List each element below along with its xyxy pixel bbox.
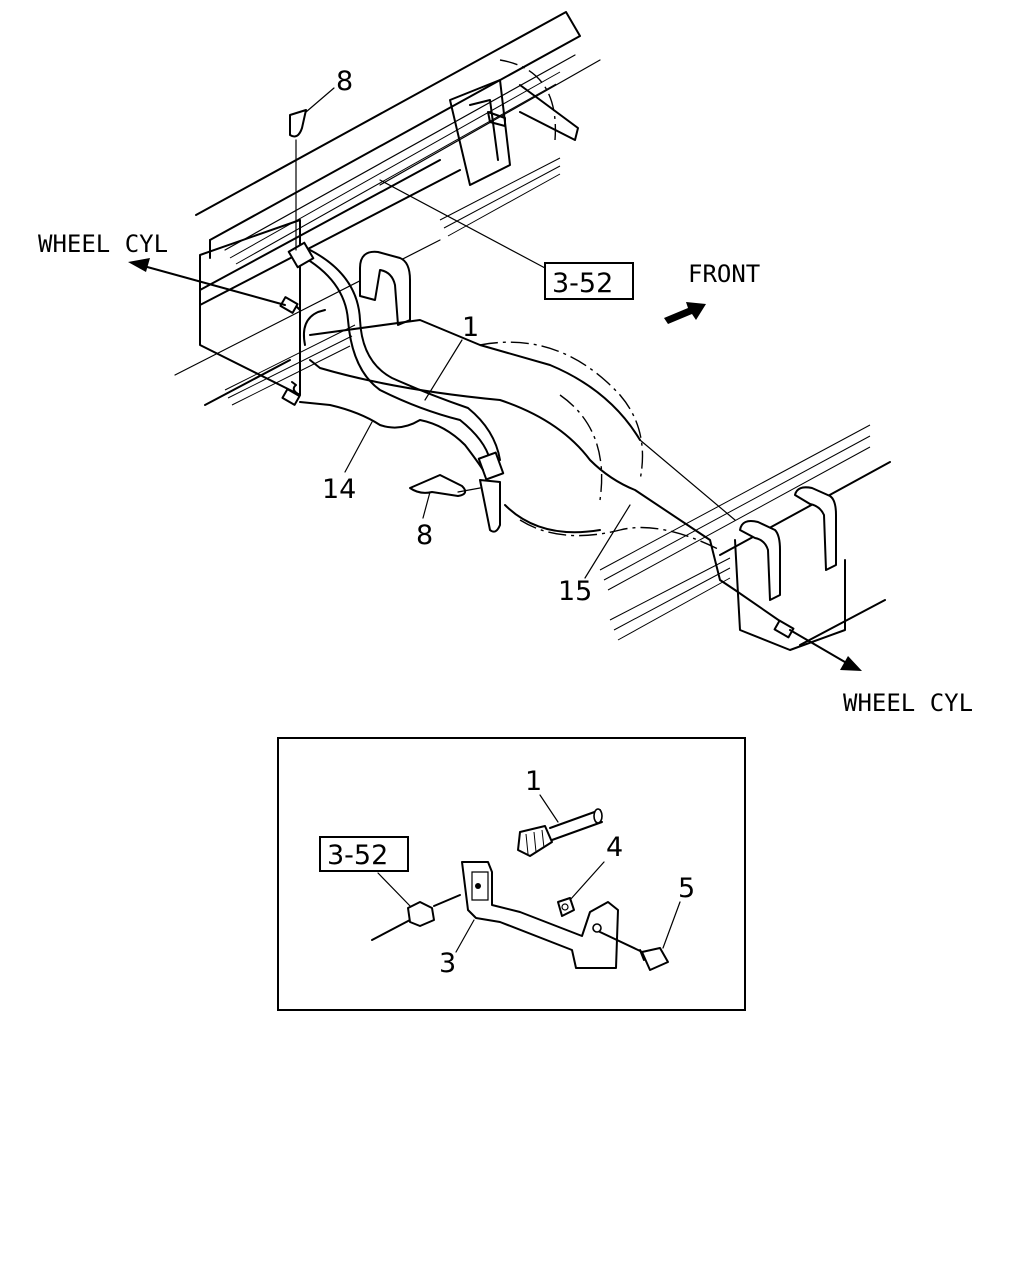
- callout-14: 14: [322, 474, 356, 505]
- clip-8-top: [289, 109, 307, 251]
- axle-housing: [199, 219, 891, 651]
- leader-8-clip: [422, 491, 431, 519]
- pipe-fitting: [407, 901, 435, 927]
- leader-1-main: [424, 339, 463, 401]
- leader-14: [344, 421, 373, 473]
- frame-rail: [174, 11, 601, 406]
- callout-15: 15: [558, 576, 592, 607]
- ref-box-detail: [319, 836, 409, 872]
- bracket-3: [461, 861, 619, 969]
- callout-8-top: 8: [336, 66, 353, 97]
- leader-8-top: [305, 87, 335, 113]
- detail-inset: 3-52: [277, 737, 746, 1011]
- leader-1-detail: [539, 794, 559, 823]
- leader-5: [662, 901, 681, 949]
- wheel-cyl-left-label: WHEEL CYL: [38, 230, 168, 258]
- front-label: FRONT: [688, 260, 760, 288]
- bolt-5: [641, 947, 669, 971]
- clip-8-lower: [409, 474, 501, 533]
- brake-pipe-14: [281, 381, 484, 471]
- leader-4: [569, 861, 605, 901]
- nut-4: [557, 897, 575, 917]
- wheel-cyl-right-label: WHEEL CYL: [843, 689, 973, 717]
- callout-8-clip: 8: [416, 520, 433, 551]
- callout-1-main: 1: [462, 312, 479, 343]
- brake-pipe-15: [279, 296, 795, 639]
- leader-3-52-detail: [377, 872, 413, 909]
- ref-detail-label: 3-52: [327, 840, 388, 871]
- arrow-wheel-cyl-right: [789, 629, 862, 671]
- callout-3: 3: [439, 948, 456, 979]
- brake-hose-1: [287, 241, 505, 481]
- callout-5: 5: [678, 873, 695, 904]
- front-arrow-icon: [664, 302, 706, 324]
- leader-3: [455, 919, 475, 953]
- callout-1-detail: 1: [525, 766, 542, 797]
- callout-4: 4: [606, 832, 623, 863]
- arrow-wheel-cyl-left: [128, 258, 286, 306]
- ref-main-label: 3-52: [552, 268, 613, 299]
- leader-3-52-main: [379, 179, 546, 269]
- ref-box-main: [544, 262, 634, 300]
- leader-15: [584, 504, 631, 579]
